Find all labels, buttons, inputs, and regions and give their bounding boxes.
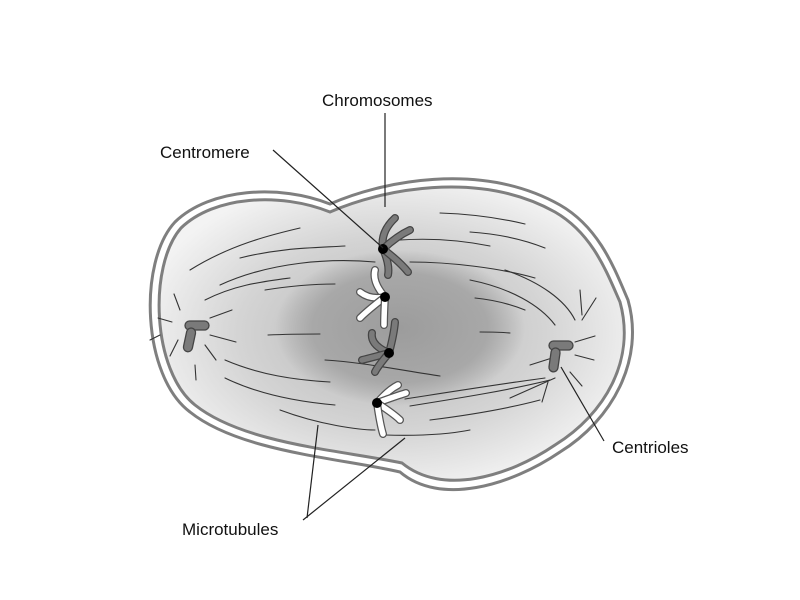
microtubule (409, 261, 536, 279)
microtubule (439, 212, 526, 225)
aster-ray (529, 357, 553, 366)
aster-ray (157, 317, 173, 323)
microtubules-leader-2 (302, 437, 406, 521)
spindle-region (275, 250, 525, 406)
microtubule (204, 277, 291, 301)
microtubule (404, 377, 546, 400)
centromere-dot (380, 292, 390, 302)
aster-ray (574, 335, 596, 343)
centromere-dot (372, 398, 382, 408)
centriole-left (182, 320, 210, 353)
aster-ray (149, 334, 161, 341)
aster-ray (579, 289, 583, 316)
microtubule (264, 283, 336, 291)
chromosomes (356, 214, 414, 438)
microtubule (469, 231, 546, 249)
label-centrioles: Centrioles (612, 438, 689, 457)
label-chromosomes: Chromosomes (322, 91, 433, 110)
microtubules (149, 212, 597, 436)
microtubule (429, 399, 541, 421)
microtubule (267, 333, 321, 336)
leader-lines (272, 113, 605, 521)
centrioles-leader (560, 366, 605, 442)
label-centromere: Centromere (160, 143, 250, 162)
microtubule (224, 359, 331, 383)
microtubule (384, 429, 471, 436)
aster-ray (509, 377, 556, 399)
aster-ray (209, 334, 237, 343)
aster-ray (169, 339, 179, 357)
label-microtubules: Microtubules (182, 520, 278, 539)
microtubules-leader-1 (306, 424, 319, 519)
aster-ray (581, 297, 597, 321)
microtubule (469, 279, 556, 326)
centromere-leader (272, 149, 384, 249)
aster-ray (173, 293, 181, 311)
microtubule (279, 409, 376, 431)
aster-ray (574, 354, 595, 361)
microtubule (479, 331, 511, 334)
microtubule (474, 297, 526, 311)
microtubule (399, 238, 491, 247)
microtubule (504, 269, 576, 321)
microtubule (219, 260, 376, 286)
microtubule (409, 379, 551, 407)
aster-ray (209, 309, 233, 319)
microtubule (239, 245, 346, 259)
microtubule (224, 377, 336, 406)
microtubule (189, 227, 301, 271)
aster-ray (204, 344, 217, 361)
aster-ray (569, 371, 583, 387)
aster-ray (541, 381, 549, 403)
centromere-dot (384, 348, 394, 358)
aster-ray (194, 364, 197, 381)
centriole-right (548, 340, 574, 373)
